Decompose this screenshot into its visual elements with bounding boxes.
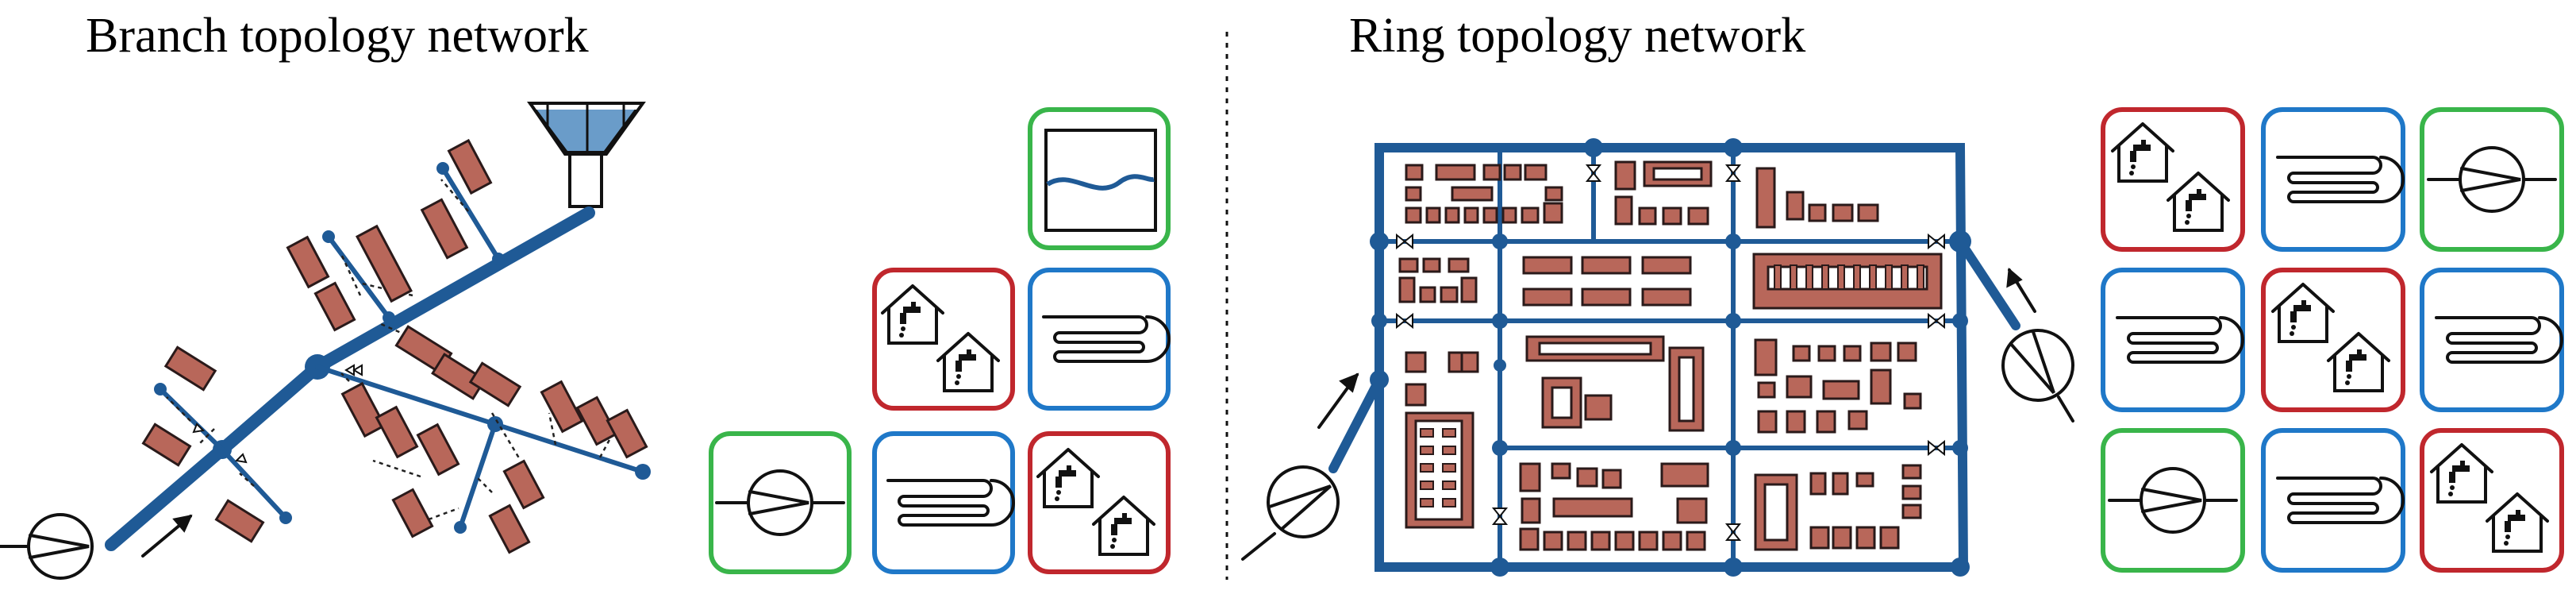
pump-tile (2420, 107, 2564, 252)
buildings (141, 138, 648, 554)
consumer-tile (1028, 431, 1171, 574)
pump-feed-pipe (1955, 237, 2020, 330)
branch-topology-title: Branch topology network (86, 9, 589, 63)
pump-feed-pipe (1328, 375, 1384, 473)
branch-pipe (315, 365, 645, 474)
consumer-tile (872, 268, 1015, 411)
main-trunk-pipe (105, 206, 595, 551)
consumer-tile (2261, 268, 2405, 412)
branch-pipe (220, 447, 288, 520)
ring-valves (1396, 164, 1945, 541)
heat-exchanger-tile (2261, 428, 2405, 573)
ring-topology-title: Ring topology network (1349, 9, 1806, 63)
legend-left (709, 107, 1171, 574)
heat-exchanger-tile (2261, 107, 2405, 252)
storage-tank-tile (1028, 107, 1171, 250)
ring-network (1241, 138, 2074, 577)
branch-pipe (458, 422, 498, 530)
heat-exchanger-tile (1028, 268, 1171, 411)
heat-exchanger-tile (2101, 268, 2245, 412)
legend-right (2101, 107, 2564, 573)
valves (192, 364, 363, 464)
heat-exchanger-tile (2420, 268, 2564, 412)
branch-pipe (440, 166, 501, 261)
branch-pipe (158, 387, 225, 452)
ring-pump-right (2001, 329, 2074, 402)
heat-exchanger-tile (872, 431, 1015, 574)
pump-tile (2101, 428, 2245, 573)
supply-funnel (527, 102, 646, 208)
supply-pump (0, 513, 94, 580)
ring-buildings (1398, 160, 1943, 551)
pump-tile (709, 431, 852, 574)
consumer-tile (2101, 107, 2245, 252)
ring-pump-left (1267, 465, 1340, 538)
branch-pipe (326, 234, 391, 320)
branch-network (0, 102, 651, 580)
consumer-tile (2420, 428, 2564, 573)
ring-nodes (1370, 138, 1971, 577)
